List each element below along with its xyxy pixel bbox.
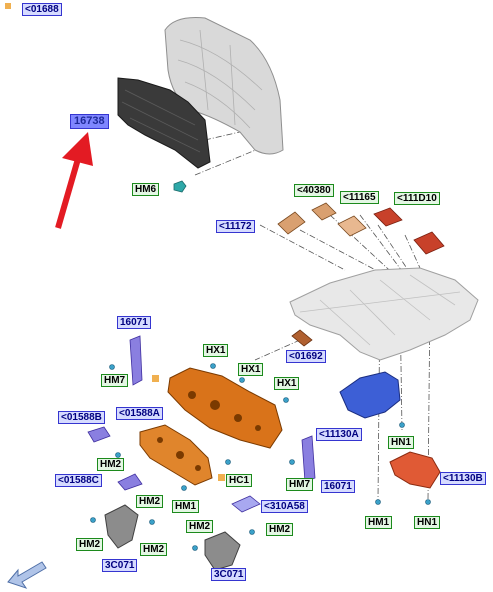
- label-hn1-lower[interactable]: HN1: [414, 516, 441, 529]
- bracket-3c071-left[interactable]: [104, 504, 139, 549]
- label-hm7-right[interactable]: HM7: [286, 478, 314, 491]
- label-01588a[interactable]: <01588A: [116, 407, 163, 420]
- pad-111d10-b[interactable]: [413, 231, 445, 255]
- note-marker-icon: [5, 3, 11, 9]
- back-arrow-icon[interactable]: [7, 561, 47, 589]
- label-40380[interactable]: <40380: [294, 184, 334, 197]
- fastener-icons: [90, 363, 431, 551]
- label-11130b[interactable]: <11130B: [440, 472, 486, 485]
- label-hm2-a[interactable]: HM2: [97, 458, 125, 471]
- label-3c071-left[interactable]: 3C071: [102, 559, 138, 572]
- label-hm7-left[interactable]: HM7: [101, 374, 129, 387]
- pointer-arrow-icon: [55, 132, 93, 229]
- pad-11172[interactable]: [277, 211, 306, 235]
- label-01588c[interactable]: <01588C: [55, 474, 102, 487]
- label-hm2-f[interactable]: HM2: [140, 543, 168, 556]
- label-hm2-d[interactable]: HM2: [266, 523, 294, 536]
- label-01588b[interactable]: <01588B: [58, 411, 105, 424]
- label-hx1-a[interactable]: HX1: [203, 344, 229, 357]
- label-16071-right[interactable]: 16071: [321, 480, 355, 493]
- wheelhouse-liner-11130a[interactable]: [339, 371, 401, 419]
- pad-40380[interactable]: [311, 202, 337, 221]
- wheelhouse-liner-11130b[interactable]: [389, 451, 441, 489]
- label-111d10[interactable]: <111D10: [394, 192, 440, 205]
- bracket-16071-left[interactable]: [129, 335, 143, 386]
- pad-11165[interactable]: [337, 215, 367, 237]
- pad-111d10-a[interactable]: [373, 207, 403, 227]
- note-marker-icon: [152, 375, 159, 382]
- bracket-16071-right[interactable]: [301, 435, 316, 483]
- label-hm2-b[interactable]: HM2: [136, 495, 164, 508]
- bracket-3c071-right[interactable]: [204, 531, 241, 571]
- reference-label-01688[interactable]: <01688: [22, 3, 62, 16]
- label-01692[interactable]: <01692: [286, 350, 326, 363]
- label-11130a[interactable]: <11130A: [316, 428, 362, 441]
- label-11172[interactable]: <11172: [216, 220, 255, 233]
- label-hx1-c[interactable]: HX1: [274, 377, 300, 390]
- highlight-label-16738[interactable]: 16738: [70, 114, 109, 129]
- label-hm1-left[interactable]: HM1: [172, 500, 200, 513]
- label-16071-left[interactable]: 16071: [117, 316, 151, 329]
- note-marker-icon: [218, 474, 225, 481]
- bracket-01588c[interactable]: [117, 473, 143, 491]
- floor-pan[interactable]: [289, 267, 479, 361]
- label-hn1-upper[interactable]: HN1: [388, 436, 415, 449]
- bracket-01588b[interactable]: [87, 426, 111, 443]
- label-310a58[interactable]: <310A58: [261, 500, 308, 513]
- label-hm6[interactable]: HM6: [132, 183, 160, 196]
- label-hm2-c[interactable]: HM2: [186, 520, 214, 533]
- clip-icon: [173, 180, 187, 193]
- pad-01692[interactable]: [291, 329, 313, 347]
- label-hc1[interactable]: HC1: [226, 474, 253, 487]
- bracket-310a58[interactable]: [231, 495, 261, 513]
- dash-insulator-upper[interactable]: [167, 367, 283, 449]
- label-hm1-right[interactable]: HM1: [365, 516, 393, 529]
- label-11165[interactable]: <11165: [340, 191, 379, 204]
- label-3c071-right[interactable]: 3C071: [211, 568, 247, 581]
- label-hx1-b[interactable]: HX1: [238, 363, 264, 376]
- label-hm2-e[interactable]: HM2: [76, 538, 104, 551]
